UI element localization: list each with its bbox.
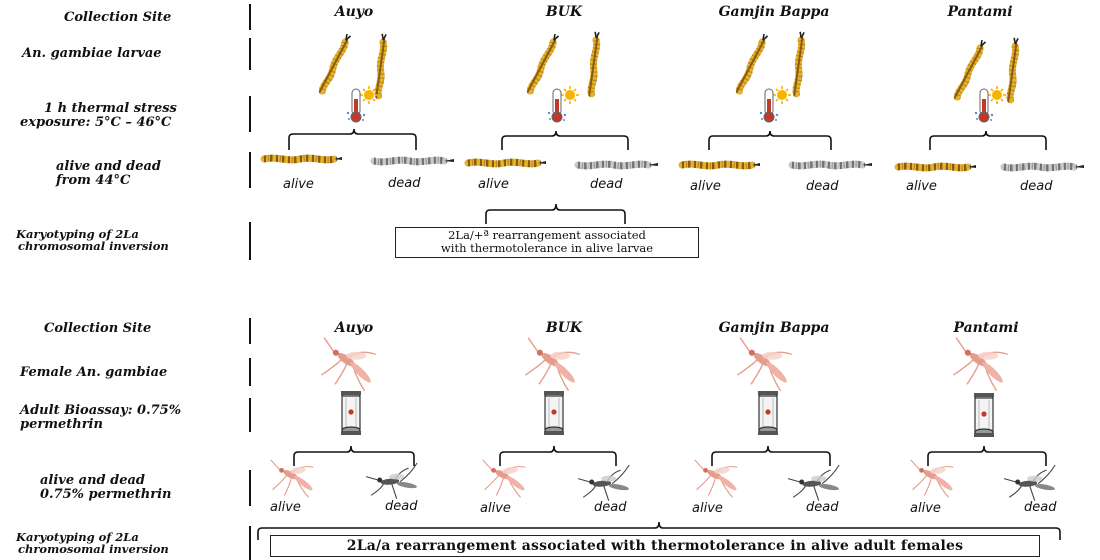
separator	[249, 398, 251, 432]
p2-female-label: Female An. gambiae	[20, 365, 168, 380]
p1-karyo-label-2: chromosomal inversion	[18, 239, 169, 253]
p1-dead-label: dead	[806, 179, 839, 194]
p2-dead-label: dead	[806, 500, 839, 515]
separator	[249, 222, 251, 260]
p1-thermal-label-1: 1 h thermal stress	[44, 101, 177, 116]
p2-alive-label: alive	[692, 501, 723, 516]
p2-dead-label: dead	[1024, 500, 1057, 515]
p1-larvae-label: An. gambiae larvae	[22, 46, 162, 61]
p1-result-line-2: with thermotolerance in alive larvae	[440, 241, 654, 255]
p2-alive-label: alive	[480, 501, 511, 516]
p2-site-pantami: Pantami	[953, 320, 1019, 336]
p2-karyo-label-1: Karyotyping of 2La	[16, 530, 139, 544]
p1-alive-label: alive	[906, 179, 937, 194]
p2-karyo-label-2: chromosomal inversion	[18, 542, 169, 556]
p1-alive-label: alive	[690, 179, 721, 194]
separator	[249, 526, 251, 560]
p1-collection-site-label: Collection Site	[64, 10, 172, 25]
p1-dead-label: dead	[590, 177, 623, 192]
p2-site-auyo: Auyo	[334, 320, 374, 336]
p1-result-line-1: 2La/+ª rearrangement associated	[448, 228, 646, 242]
bracket	[257, 521, 1061, 540]
p2-site-buk: BUK	[545, 320, 583, 336]
mosquito-icon	[309, 335, 1015, 397]
p2-bioassay-label-2: permethrin	[20, 417, 103, 432]
separator	[249, 4, 251, 30]
separator	[249, 152, 251, 188]
p1-alive-label: alive	[283, 177, 314, 192]
bioassay-tube-icon	[340, 390, 995, 438]
p1-site-gamjin-bappa: Gamjin Bappa	[718, 4, 830, 20]
p2-alive-dead-label-2: 0.75% permethrin	[40, 487, 172, 502]
p2-result-text: 2La/a rearrangement associated with ther…	[346, 538, 964, 554]
p1-dead-label: dead	[1020, 179, 1053, 194]
p1-karyo-label-1: Karyotyping of 2La	[16, 227, 139, 241]
separator	[249, 470, 251, 506]
p1-dead-label: dead	[388, 176, 421, 191]
p1-site-pantami: Pantami	[947, 4, 1013, 20]
separator	[249, 358, 251, 386]
thermometer-sun-icon	[345, 85, 1007, 123]
larva-icon	[264, 157, 1084, 168]
p1-alive-label: alive	[478, 177, 509, 192]
p2-alive-dead-label-1: alive and dead	[40, 473, 146, 488]
p1-result-box: 2La/+ª rearrangement associated with the…	[395, 227, 699, 258]
p1-thermal-label-2: exposure: 5°C – 46°C	[20, 115, 172, 130]
p2-collection-site-label: Collection Site	[44, 321, 152, 336]
separator	[249, 38, 251, 70]
p2-result-box: 2La/a rearrangement associated with ther…	[270, 535, 1040, 557]
p1-alive-dead-label-2: from 44°C	[56, 173, 131, 188]
bracket	[485, 203, 626, 224]
separator	[249, 96, 251, 132]
p1-alive-dead-label-1: alive and dead	[56, 159, 162, 174]
bracket	[288, 128, 1047, 150]
p1-site-buk: BUK	[545, 4, 583, 20]
bracket	[293, 445, 1047, 466]
p2-alive-label: alive	[270, 500, 301, 515]
p2-dead-label: dead	[594, 500, 627, 515]
separator	[249, 318, 251, 344]
mosquito-icon	[263, 457, 1056, 502]
p2-bioassay-label-1: Adult Bioassay: 0.75%	[20, 403, 182, 418]
p2-site-gamjin-bappa: Gamjin Bappa	[718, 320, 830, 336]
p2-alive-label: alive	[910, 501, 941, 516]
larva-icon	[318, 32, 1019, 100]
p1-site-auyo: Auyo	[334, 4, 374, 20]
p2-dead-label: dead	[385, 499, 418, 514]
